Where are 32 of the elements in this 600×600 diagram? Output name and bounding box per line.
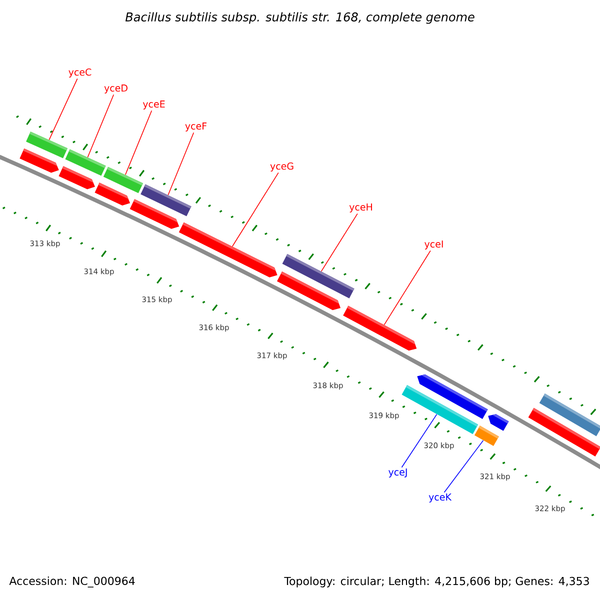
- title: Bacillus subtilis subsp. subtilis str. 168, complete genome: [125, 12, 474, 24]
- leader-line: [124, 110, 152, 176]
- gene-label: yceK: [428, 494, 452, 502]
- leader-line: [444, 440, 484, 493]
- gene-block: [20, 148, 59, 173]
- leader-line: [87, 94, 114, 158]
- gene-block: [58, 166, 95, 190]
- gene-label: yceG: [270, 162, 294, 172]
- gene-box: [474, 426, 499, 446]
- leader-line: [401, 414, 438, 468]
- leader-line: [168, 132, 194, 196]
- gene-block: [277, 271, 341, 310]
- gene-block: [94, 182, 130, 206]
- genome-info-text: Topology: circular; Length: 4,215,606 bp; Genes: 4,353: [284, 576, 589, 588]
- gene-block: [488, 414, 509, 431]
- gene-label: yceI: [424, 240, 443, 250]
- leader-line: [384, 250, 431, 326]
- gene-box: [402, 385, 478, 434]
- gene-label: yceC: [68, 68, 92, 78]
- gene-label: yceD: [104, 84, 128, 94]
- gene-block: [343, 306, 417, 351]
- gene-label: yceF: [185, 122, 207, 132]
- gene-block: [130, 199, 180, 229]
- gene-label: yceE: [142, 100, 165, 110]
- gene-block: [178, 222, 278, 278]
- gene-box: [528, 408, 600, 456]
- leader-line: [320, 213, 358, 272]
- gene-label: yceJ: [388, 468, 407, 478]
- gene-label: yceH: [349, 204, 372, 212]
- leader-line: [232, 172, 279, 247]
- accession-text: Accession: NC_000964: [9, 576, 135, 588]
- leader-line: [48, 78, 78, 140]
